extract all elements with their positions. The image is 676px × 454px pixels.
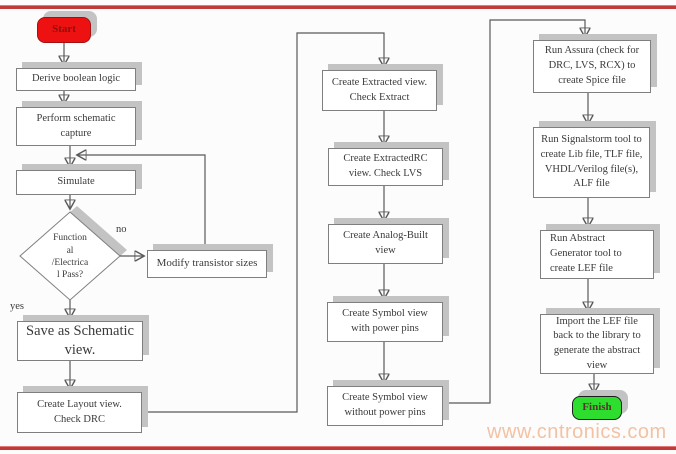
node-analog-label: Create Analog-Built view xyxy=(343,230,428,256)
decision-line-1: Function xyxy=(53,233,87,244)
node-perform-schematic-capture: Perform schematic capture xyxy=(16,107,136,146)
node-create-extractedrc-view: Create ExtractedRC view. Check LVS xyxy=(328,148,443,186)
node-simulate: Simulate xyxy=(16,170,136,195)
node-create-symbol-view-with-power-pins: Create Symbol view with power pins xyxy=(327,302,443,342)
edge-layout-extract xyxy=(142,32,384,413)
node-finish: Finish xyxy=(572,396,622,420)
node-create-layout-view-check-drc: Create Layout view. Check DRC xyxy=(17,392,142,433)
node-layout-label: Create Layout view. Check DRC xyxy=(37,398,122,425)
node-start: Start xyxy=(37,17,91,43)
node-perform-label: Perform schematic capture xyxy=(36,112,116,139)
node-import-lef-file: Import the LEF file back to the library … xyxy=(540,314,654,374)
node-symwith-label: Create Symbol view with power pins xyxy=(342,308,428,334)
node-simulate-label: Simulate xyxy=(57,176,95,188)
decision-line-3: /Electrica xyxy=(51,258,89,268)
node-signal-label: Run Signalstorm tool to create Lib file,… xyxy=(540,134,643,190)
node-save-label: Save as Schematic view. xyxy=(26,323,134,358)
top-divider-rule xyxy=(0,5,676,9)
node-extract-label: Create Extracted view. Check Extract xyxy=(331,76,428,103)
node-run-signalstorm: Run Signalstorm tool to create Lib file,… xyxy=(533,127,650,198)
edge-modify-feedback xyxy=(78,155,206,250)
node-extractrc-label: Create ExtractedRC view. Check LVS xyxy=(343,153,428,179)
node-create-extracted-view: Create Extracted view. Check Extract xyxy=(322,70,437,111)
node-save-as-schematic-view: Save as Schematic view. xyxy=(17,321,143,361)
watermark-text: www.cntronics.com xyxy=(487,421,667,443)
node-abstract-label: Run Abstract Generator tool to create LE… xyxy=(550,233,622,274)
edge-symwithout-assura xyxy=(443,19,585,404)
node-symwithout-label: Create Symbol view without power pins xyxy=(342,392,428,418)
node-decision-functional-electrical-pass: Function al /Electrica l Pass? xyxy=(20,218,120,296)
node-run-abstract-generator: Run Abstract Generator tool to create LE… xyxy=(540,230,654,279)
node-create-symbol-view-without-power-pins: Create Symbol view without power pins xyxy=(327,386,443,426)
node-import-label: Import the LEF file back to the library … xyxy=(553,315,641,371)
node-derive-label: Derive boolean logic xyxy=(31,73,121,85)
node-modify-label: Modify transistor sizes xyxy=(156,257,258,270)
decision-line-4: l Pass? xyxy=(56,270,84,281)
node-start-label: Start xyxy=(52,23,76,36)
bottom-divider-rule xyxy=(0,446,676,450)
node-run-assura: Run Assura (check for DRC, LVS, RCX) to … xyxy=(533,40,651,93)
node-create-analog-built-view: Create Analog-Built view xyxy=(328,224,443,264)
node-modify-transistor-sizes: Modify transistor sizes xyxy=(147,250,267,278)
edge-label-no: no xyxy=(116,224,127,235)
node-assura-label: Run Assura (check for DRC, LVS, RCX) to … xyxy=(544,45,640,86)
edge-label-yes: yes xyxy=(10,301,24,312)
node-derive-boolean-logic: Derive boolean logic xyxy=(16,68,136,91)
decision-line-2: al xyxy=(66,245,74,256)
node-finish-label: Finish xyxy=(582,401,612,414)
